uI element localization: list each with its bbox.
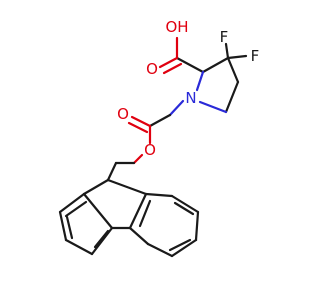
bond-right-ring-7 [128, 192, 148, 230]
bond-c4-c5 [224, 80, 240, 114]
bond-carbamate-c-continue [148, 113, 172, 128]
bond-left-ring-double-2 [93, 229, 110, 249]
bond-left-ring-5 [82, 192, 114, 230]
bond-right-ring-6 [128, 226, 150, 246]
bond-right-ring-3 [194, 210, 200, 242]
bond-c3-f-top [224, 42, 230, 60]
bond-right-ring-2 [170, 194, 200, 214]
atom-label-acid-carbonyl-oxygen: O [146, 60, 158, 78]
bond-c9-c8a [106, 178, 148, 196]
atom-label-nitrogen: N [185, 89, 196, 107]
atom-label-fluorine-right: F [251, 47, 260, 65]
bond-right-ring-5 [146, 242, 174, 258]
bond-right-ring-double-2 [168, 238, 192, 252]
bond-right-ring-double-3 [138, 199, 152, 228]
bond-right-ring-double-1 [173, 201, 195, 216]
bond-c9-c9a [82, 178, 110, 196]
bond-c3-c4 [226, 56, 240, 84]
bond-n-carbamate-c [168, 99, 185, 117]
atom-label-carbamate-carbonyl-oxygen: O [117, 105, 129, 123]
bond-c9-down [106, 161, 118, 182]
atom-label-fluorine-top: F [220, 28, 229, 46]
bond-right-ring-4 [170, 238, 198, 258]
bond-right-ring-1 [144, 192, 174, 198]
bond-cooh-c-o-double-a [158, 56, 179, 69]
bond-left-ring-3 [64, 238, 94, 256]
bond-ester-o-ch2 [132, 153, 144, 165]
bond-n-c2 [195, 70, 205, 92]
atom-label-hydroxyl: OH [165, 18, 188, 36]
bond-left-ring-double-3 [64, 200, 88, 218]
bond-left-ring-double-1 [65, 215, 74, 240]
atom-label-ester-oxygen: O [144, 141, 156, 159]
chemical-structure-diagram: OH O F F N O O [58, 18, 260, 258]
bond-cooh-c-o-double-b [162, 62, 183, 75]
bond-left-ring-1 [58, 192, 86, 214]
bond-c5-n [198, 100, 228, 114]
bond-carbamate-c-o-double-b [127, 121, 149, 134]
bond-cooh-c-c2 [175, 56, 205, 74]
bond-carbamate-c-o-double-a [130, 115, 152, 128]
bond-left-ring-2 [58, 210, 68, 242]
bond-left-ring-4 [90, 226, 114, 256]
bond-c2-c3 [201, 56, 230, 74]
bond-c3-f-right [226, 54, 248, 60]
